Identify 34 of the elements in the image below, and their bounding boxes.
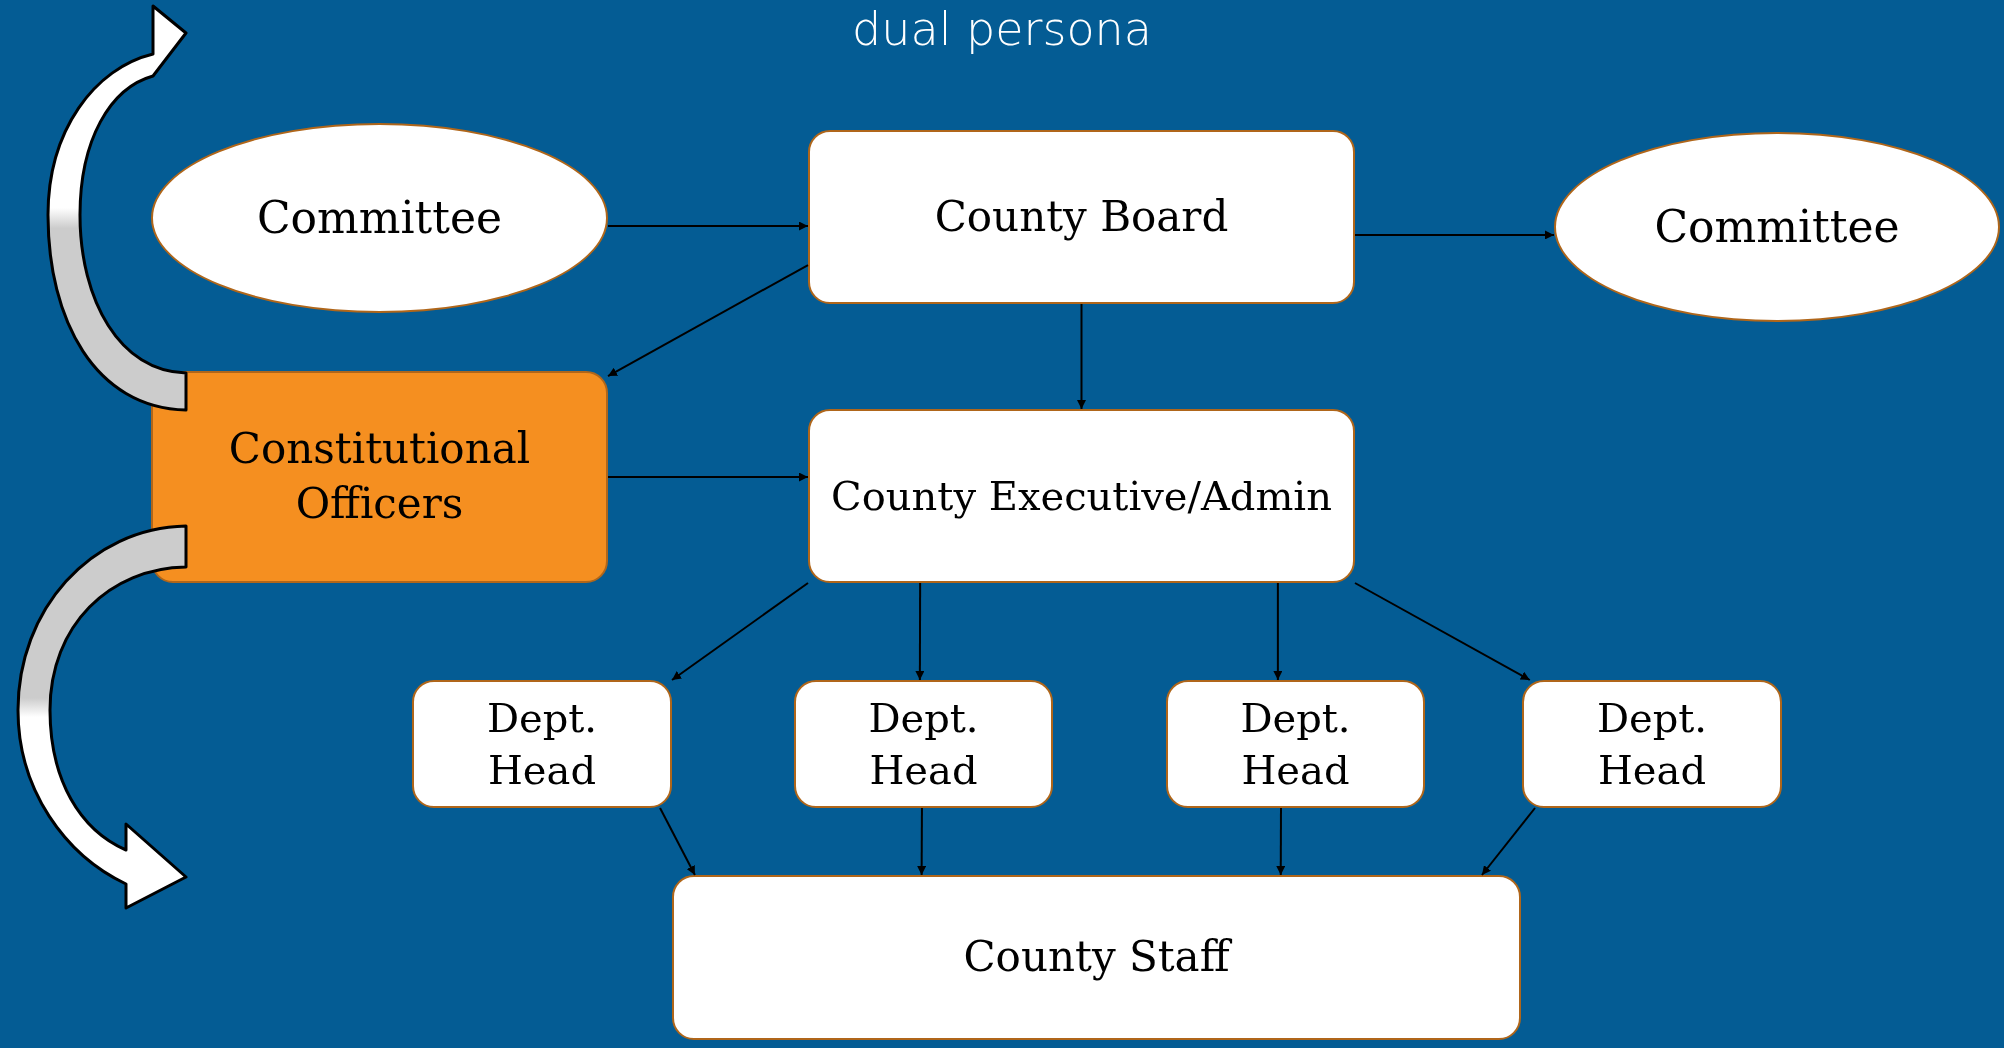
org-box [151,371,608,583]
org-box [1166,680,1425,808]
node-label: County Board [934,190,1229,243]
curved-block-arrow [16,524,188,910]
slide-title: dual persona [851,2,1153,56]
arrow [607,264,809,378]
arrow [607,472,809,482]
arrow [915,582,925,681]
node-label: Dept. Head [1239,694,1352,795]
org-box [794,680,1053,808]
node-label: Dept. Head [1595,694,1709,795]
org-box [672,875,1521,1040]
node-label: Committee [256,191,503,246]
arrow [917,807,927,876]
arrow [1480,807,1536,876]
curved-block-arrow [46,4,188,412]
node-label: Constitutional Officers [227,423,532,530]
org-box [808,409,1355,583]
arrow [1273,582,1283,681]
arrow [671,582,809,681]
node-label: Dept. Head [485,694,599,795]
arrow [607,221,809,231]
arrow [1077,303,1086,410]
arrow [1354,582,1531,681]
node-label: Dept. Head [867,694,980,795]
org-box [412,680,672,808]
org-box [808,130,1355,304]
node-label: County Executive/Admin [831,472,1332,521]
node-label: County Staff [963,931,1230,984]
arrow [1276,807,1286,876]
arrow [1354,230,1555,240]
arrow [659,807,696,876]
node-label: Committee [1654,200,1900,255]
org-box [1522,680,1782,808]
